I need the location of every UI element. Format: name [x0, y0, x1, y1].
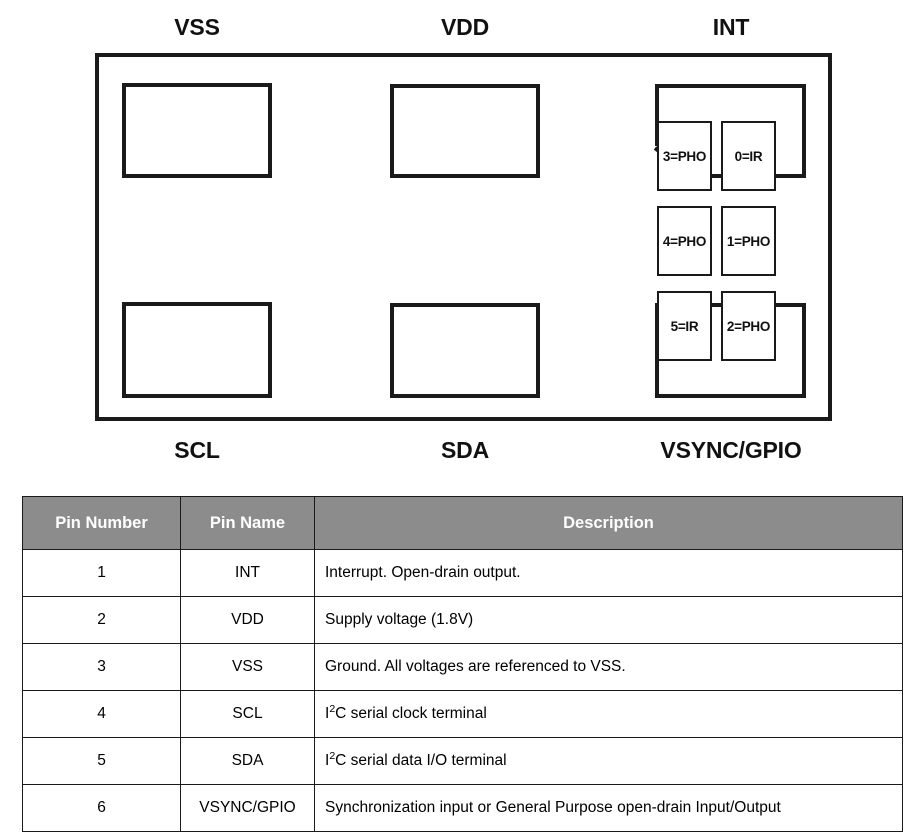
desc-pre: Synchronization input or General Purpose… — [325, 799, 781, 816]
desc-pre: Supply voltage (1.8V) — [325, 611, 474, 628]
pinout-diagram: VSS VDD INT 3=PHO 0=IR 4=PHO 1=PHO 5=IR … — [95, 14, 832, 463]
table-row: 5 SDA I2C serial data I/O terminal — [22, 737, 903, 785]
cell-pin-number: 6 — [22, 784, 181, 832]
desc-superscript: 2 — [329, 749, 336, 762]
pin-description-table: Pin Number Pin Name Description 1 INT In… — [22, 496, 903, 832]
table-row: 2 VDD Supply voltage (1.8V) — [22, 596, 903, 644]
cell-description: I2C serial clock terminal — [314, 690, 903, 738]
pin-table-container: Pin Number Pin Name Description 1 INT In… — [22, 496, 903, 832]
cell-pin-name: SCL — [180, 690, 315, 738]
aperture-grid: 3=PHO 0=IR 4=PHO 1=PHO 5=IR 2=PHO — [657, 121, 778, 361]
desc-pre: I — [325, 752, 330, 769]
cell-description: Ground. All voltages are referenced to V… — [314, 643, 903, 691]
desc-post: C serial data I/O terminal — [335, 752, 507, 769]
desc-post: C serial clock terminal — [335, 705, 487, 722]
aperture-cell-1: 1=PHO — [721, 206, 776, 276]
pad-vdd — [390, 84, 540, 178]
table-row: 1 INT Interrupt. Open-drain output. — [22, 549, 903, 597]
cell-description: Interrupt. Open-drain output. — [314, 549, 903, 597]
desc-superscript: 2 — [329, 702, 336, 715]
aperture-cell-3: 3=PHO — [657, 121, 712, 191]
cell-pin-number: 1 — [22, 549, 181, 597]
pin-label-bottom-vsync-gpio: VSYNC/GPIO — [660, 437, 802, 463]
desc-pre: Ground. All voltages are referenced to V… — [325, 658, 626, 675]
cell-pin-name: INT — [180, 549, 315, 597]
aperture-cell-2: 2=PHO — [721, 291, 776, 361]
column-header-description: Description — [314, 496, 903, 550]
table-row: 6 VSYNC/GPIO Synchronization input or Ge… — [22, 784, 903, 832]
desc-pre: Interrupt. Open-drain output. — [325, 564, 521, 581]
cell-description: I2C serial data I/O terminal — [314, 737, 903, 785]
cell-pin-name: SDA — [180, 737, 315, 785]
table-header-row: Pin Number Pin Name Description — [22, 496, 903, 550]
column-header-pin-number: Pin Number — [22, 496, 181, 550]
column-header-pin-name: Pin Name — [180, 496, 315, 550]
table-row: 3 VSS Ground. All voltages are reference… — [22, 643, 903, 691]
table-row: 4 SCL I2C serial clock terminal — [22, 690, 903, 738]
desc-pre: I — [325, 705, 330, 722]
cell-pin-name: VDD — [180, 596, 315, 644]
pin-label-top-int: INT — [712, 14, 750, 40]
pin-label-top-vss: VSS — [174, 14, 220, 40]
cell-pin-name: VSS — [180, 643, 315, 691]
pin-label-top-vdd: VDD — [441, 14, 489, 40]
table-body: 1 INT Interrupt. Open-drain output. 2 VD… — [22, 549, 903, 832]
aperture-cell-0: 0=IR — [721, 121, 776, 191]
pad-vss — [122, 83, 272, 178]
aperture-cell-5: 5=IR — [657, 291, 712, 361]
cell-pin-number: 4 — [22, 690, 181, 738]
pad-sda — [390, 303, 540, 398]
cell-pin-number: 3 — [22, 643, 181, 691]
cell-description: Supply voltage (1.8V) — [314, 596, 903, 644]
cell-description: Synchronization input or General Purpose… — [314, 784, 903, 832]
cell-pin-name: VSYNC/GPIO — [180, 784, 315, 832]
pad-scl — [122, 302, 272, 398]
aperture-cell-4: 4=PHO — [657, 206, 712, 276]
pin-label-bottom-scl: SCL — [174, 437, 220, 463]
pin-label-bottom-sda: SDA — [441, 437, 489, 463]
cell-pin-number: 2 — [22, 596, 181, 644]
cell-pin-number: 5 — [22, 737, 181, 785]
